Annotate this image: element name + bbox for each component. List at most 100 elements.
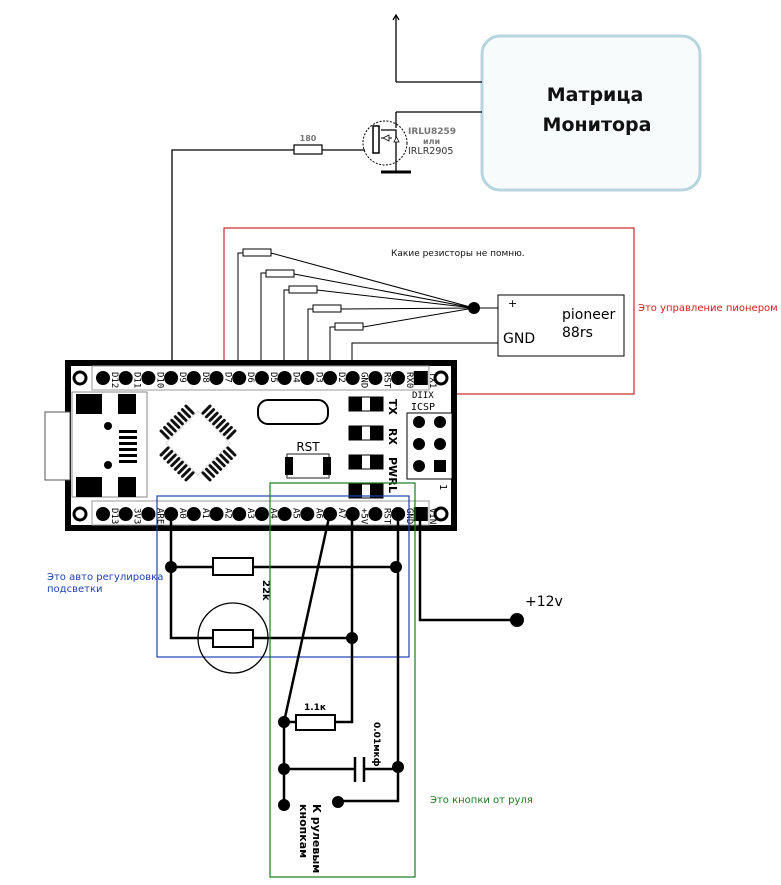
mcu-lead <box>166 422 177 433</box>
top-header-pin <box>345 371 360 385</box>
bottom-header-pin-label: RST <box>381 508 391 525</box>
mcu-lead <box>219 453 230 464</box>
bottom-header-pin <box>368 507 383 521</box>
backlight-caption-line2: подсветки <box>47 584 102 595</box>
icsp-label: ICSP <box>411 402 435 413</box>
led-label: PWR <box>386 457 399 486</box>
capacitor-value: 0.01мкф <box>371 722 381 767</box>
bottom-header-pin <box>254 507 269 521</box>
top-header-pin-label: D7 <box>223 372 233 383</box>
resistor-1-1k <box>295 714 336 731</box>
buttons-section-frame <box>269 482 416 878</box>
mosfet-part-b: IRLR2905 <box>408 146 453 157</box>
bottom-header-pin <box>186 507 201 521</box>
usb-connector <box>44 411 71 481</box>
mcu-lead <box>173 415 184 426</box>
mcu-lead <box>201 404 212 415</box>
gate-resistor: 180 <box>171 134 365 376</box>
mcu-lead <box>163 425 174 436</box>
resistor-1-1k-value: 1.1к <box>304 703 326 713</box>
mcu-lead <box>163 450 174 461</box>
monitor-title-line1: Матрица <box>547 84 644 106</box>
backlight-section-frame <box>156 495 410 658</box>
mcu-lead <box>222 450 233 461</box>
icsp-pin1-label: 1 <box>437 484 448 490</box>
backlight-caption-line1: Это авто регулировка <box>47 572 163 583</box>
mcu-lead <box>226 446 237 457</box>
bottom-header-pin-label: A4 <box>268 508 278 519</box>
bottom-header-pin-label: A2 <box>223 508 233 519</box>
junction-node <box>468 302 480 314</box>
mcu-lead <box>201 471 212 482</box>
top-header-pin <box>368 371 383 385</box>
reset-button[interactable] <box>286 453 330 479</box>
mosfet: IRLU8259 или IRLR2905 <box>362 120 456 174</box>
bottom-header-pin-label: A3 <box>245 508 255 519</box>
top-header-pin <box>413 371 428 385</box>
top-header-pin-label: D4 <box>291 372 301 383</box>
crystal <box>257 399 329 425</box>
mcu-lead <box>219 422 230 433</box>
mcu-lead <box>208 411 219 422</box>
mcu-lead <box>180 408 191 419</box>
junction-node <box>392 761 404 773</box>
led-label: TX <box>386 399 399 416</box>
top-header-pin <box>96 371 110 385</box>
icsp-top-label: DIIX <box>412 391 434 401</box>
mcu-lead <box>222 425 233 436</box>
top-header-pin <box>141 371 156 385</box>
buttons-caption: Это кнопки от руля <box>430 795 533 806</box>
mcu-lead <box>184 404 195 415</box>
mcu-lead <box>226 429 237 440</box>
reset-label: RST <box>296 440 320 454</box>
mcu-lead <box>215 418 226 429</box>
top-header-pin-label: RX0 <box>404 372 414 388</box>
junction-node <box>390 561 402 573</box>
top-header-pin-label: D12 <box>109 372 119 388</box>
mount-hole <box>433 370 449 386</box>
top-header-pin <box>209 371 224 385</box>
bottom-header-pin-label: +5V <box>359 508 369 525</box>
resistor-22k <box>212 557 254 576</box>
bottom-header-pin-label: D13 <box>109 508 119 524</box>
bottom-header-pin <box>118 507 133 521</box>
bottom-header-pin-label: VIN <box>427 508 437 524</box>
bottom-header-pin <box>277 507 292 521</box>
top-header-pin-label: D11 <box>132 372 142 388</box>
bottom-header-pin-label: AREF <box>154 508 164 530</box>
mcu-lead <box>159 446 170 457</box>
mcu-lead <box>170 457 181 468</box>
bottom-header-pin <box>232 507 247 521</box>
top-header-pin-label: D8 <box>200 372 210 383</box>
top-header-pin <box>277 371 292 385</box>
top-header-pin <box>323 371 337 385</box>
mcu-lead <box>159 429 170 440</box>
bottom-header-pin <box>96 507 110 521</box>
mount-hole <box>72 370 88 386</box>
junction-node <box>278 716 290 728</box>
led-label: L <box>386 486 399 493</box>
junction-node <box>278 763 290 775</box>
bottom-header-pin-label: A6 <box>313 508 323 519</box>
top-header-pin-label: D2 <box>336 372 346 383</box>
mount-hole <box>72 506 88 522</box>
mount-hole <box>433 506 449 522</box>
pioneer-caption: Это управление пионером <box>638 303 778 314</box>
bottom-header-pin-label: A5 <box>291 508 301 519</box>
top-header-pin <box>118 371 133 385</box>
bottom-header-pin-label: 3V3 <box>132 508 142 524</box>
top-header-pin-label: GND <box>359 372 369 388</box>
connector-terminal <box>332 796 344 808</box>
top-header-pin-label: TX1 <box>427 372 437 388</box>
top-header-pin <box>232 371 247 385</box>
mcu-lead <box>215 457 226 468</box>
pioneer-note: Какие резисторы не помню. <box>391 249 525 259</box>
monitor-wires <box>392 13 482 128</box>
mcu-lead <box>173 460 184 471</box>
top-header-pin <box>164 371 179 385</box>
bottom-header-pin <box>209 507 224 521</box>
power-label: +12v <box>525 594 563 610</box>
top-header-pin-label: D3 <box>313 372 323 383</box>
